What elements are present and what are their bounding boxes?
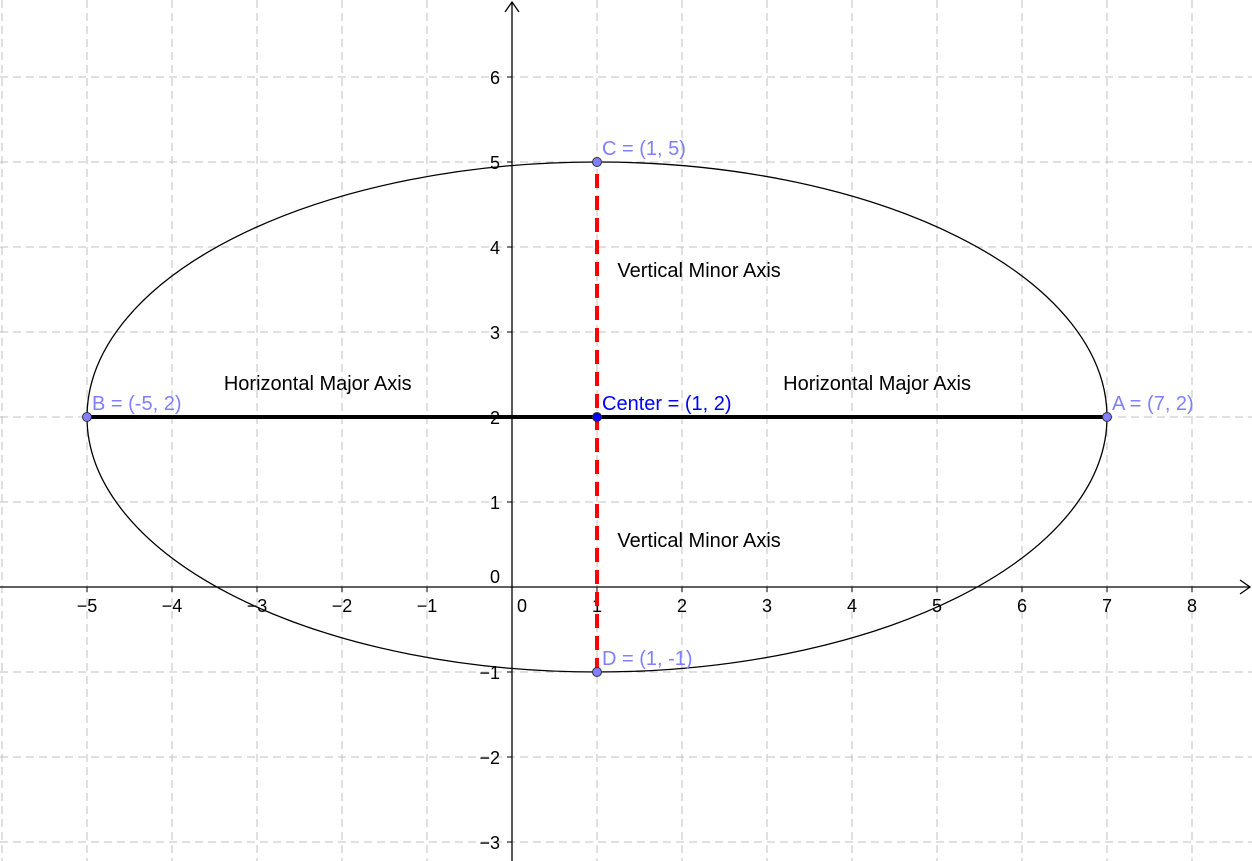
axis-annotation: Horizontal Major Axis (783, 373, 971, 395)
y-tick-label: −3 (479, 833, 500, 853)
y-tick-label: −2 (479, 748, 500, 768)
point-d[interactable] (592, 667, 602, 677)
x-tick-label: 6 (1017, 596, 1027, 616)
point-label-b: B = (-5, 2) (92, 393, 181, 415)
x-tick-label: 4 (847, 596, 857, 616)
x-tick-label: −3 (247, 596, 268, 616)
y-tick-label: 5 (490, 153, 500, 173)
y-tick-label: −1 (479, 663, 500, 683)
y-tick-label: 0 (490, 567, 500, 587)
y-axis-arrow-icon (504, 0, 520, 13)
x-axis-arrow-icon (1239, 579, 1252, 595)
y-tick-label: 3 (490, 323, 500, 343)
point-label-a: A = (7, 2) (1112, 393, 1194, 415)
axis-annotation: Vertical Minor Axis (617, 260, 780, 282)
point-b[interactable] (82, 412, 92, 422)
x-tick-label: 5 (932, 596, 942, 616)
point-a[interactable] (1102, 412, 1112, 422)
x-tick-label: 3 (762, 596, 772, 616)
axis-annotation: Vertical Minor Axis (617, 530, 780, 552)
point-label-c: C = (1, 5) (602, 138, 686, 160)
axis-annotation: Horizontal Major Axis (224, 373, 412, 395)
x-tick-label: 7 (1102, 596, 1112, 616)
x-tick-label: −1 (417, 596, 438, 616)
x-tick-label: −2 (332, 596, 353, 616)
y-tick-label: 1 (490, 493, 500, 513)
point-label-center: Center = (1, 2) (602, 393, 732, 415)
point-c[interactable] (592, 157, 602, 167)
y-tick-label: 4 (490, 238, 500, 258)
x-tick-label: −5 (77, 596, 98, 616)
x-tick-label: 2 (677, 596, 687, 616)
y-tick-label: 6 (490, 68, 500, 88)
x-tick-label: −4 (162, 596, 183, 616)
point-center[interactable] (592, 412, 602, 422)
x-tick-label: 0 (517, 596, 527, 616)
x-tick-label: 8 (1187, 596, 1197, 616)
point-label-d: D = (1, -1) (602, 648, 693, 670)
